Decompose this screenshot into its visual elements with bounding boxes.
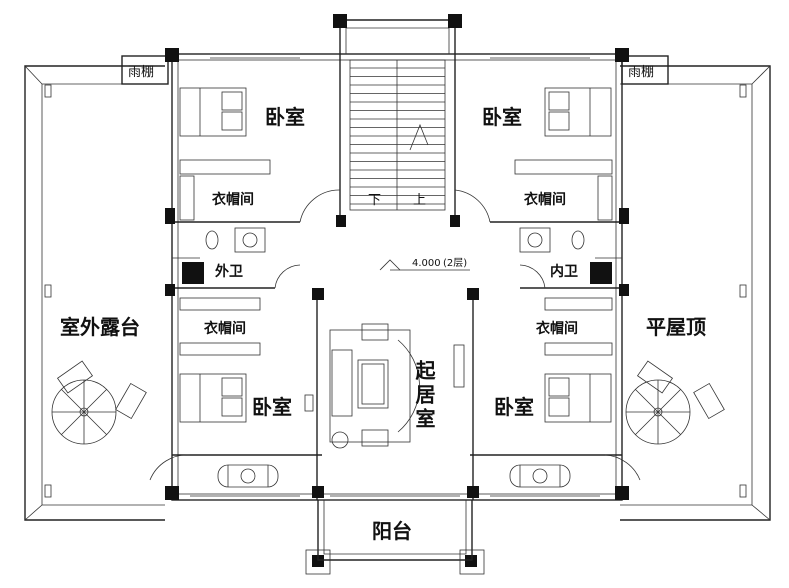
outer-bath-label: 外卫 — [215, 263, 243, 280]
bedroom-top-left-label: 卧室 — [265, 105, 305, 129]
wardrobe-bl — [179, 297, 261, 356]
sofa-set — [304, 323, 465, 449]
inner-bath-label: 内卫 — [550, 263, 578, 280]
outdoor-terrace-label: 室外露台 — [60, 315, 140, 339]
canopy-left-box — [121, 55, 169, 85]
closet-top-left-label: 衣帽间 — [212, 191, 254, 208]
main-walls — [171, 19, 623, 501]
wardrobe-tl — [179, 159, 271, 221]
columns — [165, 14, 629, 567]
balcony-rail — [305, 500, 485, 575]
elevation-marker — [379, 259, 470, 271]
linework — [83, 411, 107, 435]
flat-roof-label: 平屋顶 — [646, 315, 706, 339]
elevation-value: 4.000 — [412, 258, 441, 269]
balcony-label: 阳台 — [372, 519, 412, 543]
bed-tl — [179, 87, 247, 137]
wardrobe-tr — [514, 159, 613, 221]
roof-right — [620, 65, 771, 521]
linework — [61, 389, 85, 413]
bedroom-top-right-label: 卧室 — [482, 105, 522, 129]
canopy-right-label: 雨棚 — [628, 65, 654, 80]
bed-br — [544, 373, 612, 423]
terrace-left — [24, 65, 165, 521]
bedroom-bottom-right-label: 卧室 — [494, 395, 534, 419]
stair — [349, 59, 446, 211]
closet-bottom-left-label: 衣帽间 — [204, 320, 246, 337]
closet-top-right-label: 衣帽间 — [524, 191, 566, 208]
stair-up-label: 上 — [413, 193, 426, 208]
living-room-label: 起居室 — [412, 360, 436, 432]
linework — [635, 389, 659, 413]
canopy-left-label: 雨棚 — [128, 65, 154, 80]
linework — [657, 411, 681, 435]
bed-tr — [544, 87, 612, 137]
closet-bottom-right-label: 衣帽间 — [536, 320, 578, 337]
table-left — [217, 464, 279, 488]
bedroom-bottom-left-label: 卧室 — [252, 395, 292, 419]
umbrella-right — [625, 360, 725, 445]
wardrobe-br — [544, 297, 613, 356]
door-swings — [149, 189, 641, 481]
linework — [83, 389, 107, 413]
bed-bl — [179, 373, 247, 423]
windows — [190, 53, 600, 501]
umbrella-left — [51, 360, 147, 445]
linework — [657, 389, 681, 413]
linework — [61, 411, 85, 435]
stair-down-label: 下 — [368, 193, 381, 208]
linework — [635, 411, 659, 435]
bath-fixtures — [182, 227, 612, 284]
elevation-note: (2层) — [443, 257, 467, 269]
table-right — [509, 464, 571, 488]
